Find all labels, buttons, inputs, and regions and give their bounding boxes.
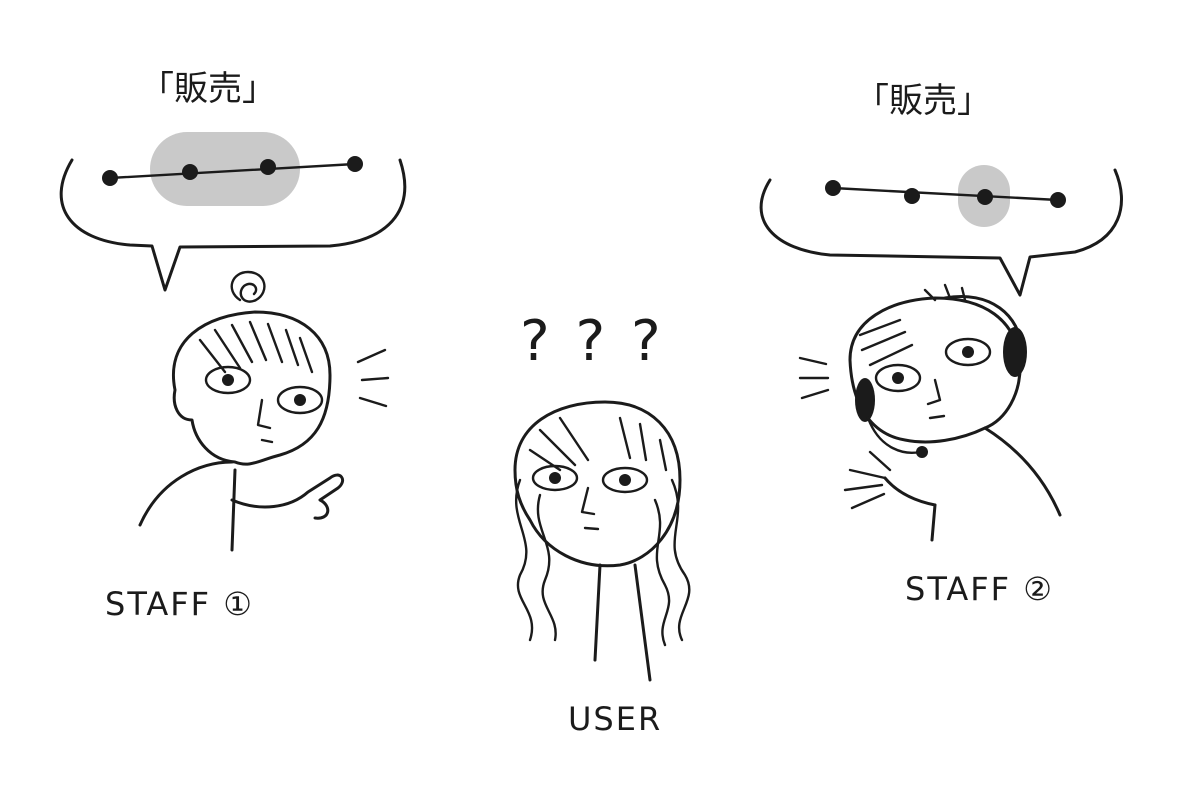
headset-earcup-left [855,378,875,422]
staff-2-timeline-point-3 [977,189,993,205]
staff-1-bubble-label: 「販売」 [140,69,276,109]
staff-1-timeline-point-3 [260,159,276,175]
staff-2-timeline-point-1 [825,180,841,196]
staff-2-timeline-point-4 [1050,192,1066,208]
staff-2-bubble-label: 「販売」 [855,81,991,121]
staff-1-speech-bubble [59,158,407,292]
staff-1-timeline-point-2 [182,164,198,180]
staff-2-figure [798,283,1062,542]
headset-earcup-right [1003,327,1027,377]
staff-1-timeline-line [108,162,357,180]
staff-1-caption: STAFF ① [105,585,254,623]
staff-1-timeline-point-1 [102,170,118,186]
staff-1-timeline-point-4 [347,156,363,172]
user-group: ? ? ? USER [513,309,691,738]
staff-1-figure [138,270,390,552]
staff-1-highlight [150,132,300,206]
staff-2-group: 「販売」 [759,81,1123,608]
user-confusion-marks: ? ? ? [520,309,665,374]
user-caption: USER [568,700,662,738]
staff-1-group: 「販売」 [59,69,407,623]
staff-2-timeline-point-2 [904,188,920,204]
staff-2-speech-bubble [759,168,1123,297]
staff-2-caption: STAFF ② [905,570,1054,608]
staff-2-timeline-line [831,186,1060,202]
user-figure [513,400,691,682]
